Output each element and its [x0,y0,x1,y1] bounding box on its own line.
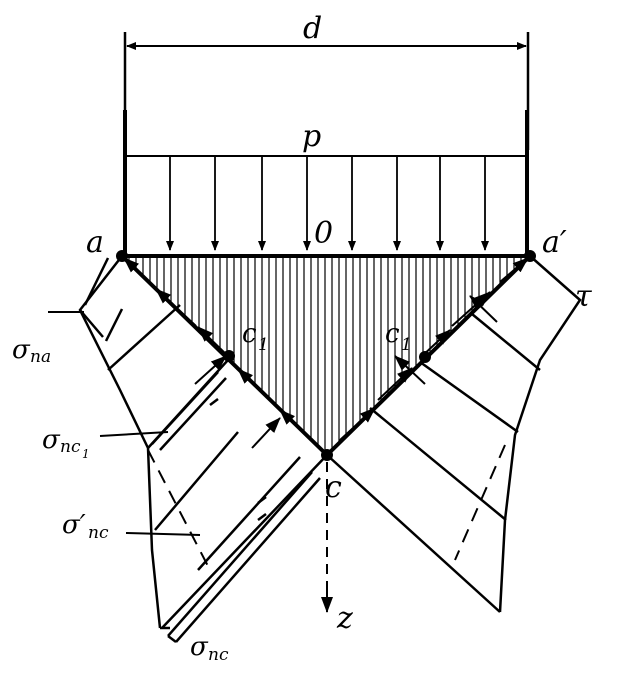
label-origin: 0 [314,216,333,251]
dimension-d [123,32,530,150]
svg-text:nc: nc [88,523,109,543]
leader-lines [48,311,201,536]
point-a [116,250,128,262]
label-sigma-nc-prime: σ′ nc [62,510,109,543]
left-stress-strips [151,371,321,643]
label-sigma-nc1: σ nc 1 [42,425,90,461]
right-stress-zone [369,255,582,613]
label-c1-right: c 1 [385,319,412,355]
svg-text:1: 1 [258,335,269,355]
distributed-load [125,155,527,251]
point-c1-right [419,351,431,363]
slip-line-left-lower [161,454,328,629]
svg-text:nc: nc [60,437,81,457]
label-tau: τ [575,279,592,314]
label-z: z [336,601,353,636]
label-a: a [86,225,104,260]
point-c1-left [223,350,235,362]
svg-text:1: 1 [401,335,412,355]
svg-text:c: c [242,319,257,349]
svg-text:σ: σ [42,425,61,455]
svg-text:nc: nc [208,645,229,665]
label-a-prime: a′ [542,225,567,260]
label-c: c [325,470,342,505]
label-sigma-na: σ na [12,335,51,367]
svg-text:σ: σ [190,632,209,662]
point-a-prime [524,250,536,262]
label-p: p [302,119,321,154]
svg-text:1: 1 [82,447,90,461]
svg-text:na: na [30,347,51,367]
svg-text:σ′: σ′ [62,510,86,540]
svg-text:c: c [385,319,400,349]
wedge-hatching [128,256,529,454]
label-sigma-nc: σ nc [190,632,229,665]
label-d: d [303,11,322,46]
label-c1-left: c 1 [242,319,269,355]
svg-text:σ: σ [12,335,31,365]
slip-line-right-lower [326,454,501,613]
point-c [321,449,333,461]
